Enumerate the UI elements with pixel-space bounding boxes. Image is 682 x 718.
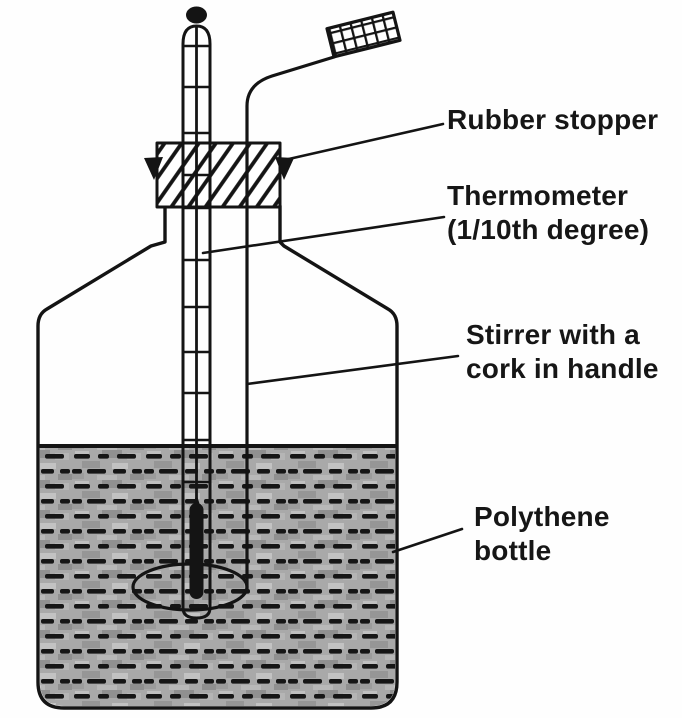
thermometer-shape [181,6,212,620]
thermometer-bulb [189,503,204,599]
label-line: Thermometer [447,180,629,211]
stirrer-shape [131,10,402,612]
liquid [38,444,397,706]
leader-thermometer [201,215,446,255]
stopper-right-wedge [275,157,294,180]
label-rubber-stopper: Rubber stopper [447,103,658,137]
label-line: (1/10th degree) [447,214,650,245]
cork-handle [325,10,402,59]
label-line: cork in handle [466,353,659,384]
liquid-body [40,444,395,706]
label-thermometer: Thermometer (1/10th degree) [447,179,649,247]
stirrer-rod [245,55,336,594]
label-line: Polythene [474,501,610,532]
thermometer-tube [181,24,212,620]
label-line: Stirrer with a [466,319,640,350]
label-line: bottle [474,535,552,566]
leader-stirrer [245,354,460,386]
stopper-left-wedge [144,157,163,180]
thermometer-top-knob [186,6,207,24]
thermometer-scale-ticks [182,44,211,484]
polythene-bottle-outline [36,204,399,710]
stirrer-loop [131,562,249,612]
label-stirrer: Stirrer with a cork in handle [466,318,659,386]
leader-rubber-stopper [278,122,445,163]
label-line: Rubber stopper [447,104,659,135]
leader-lines [201,122,464,554]
leader-polythene-bottle [391,527,464,554]
label-polythene-bottle: Polythene bottle [474,500,610,568]
rubber-stopper-shape [144,141,294,209]
